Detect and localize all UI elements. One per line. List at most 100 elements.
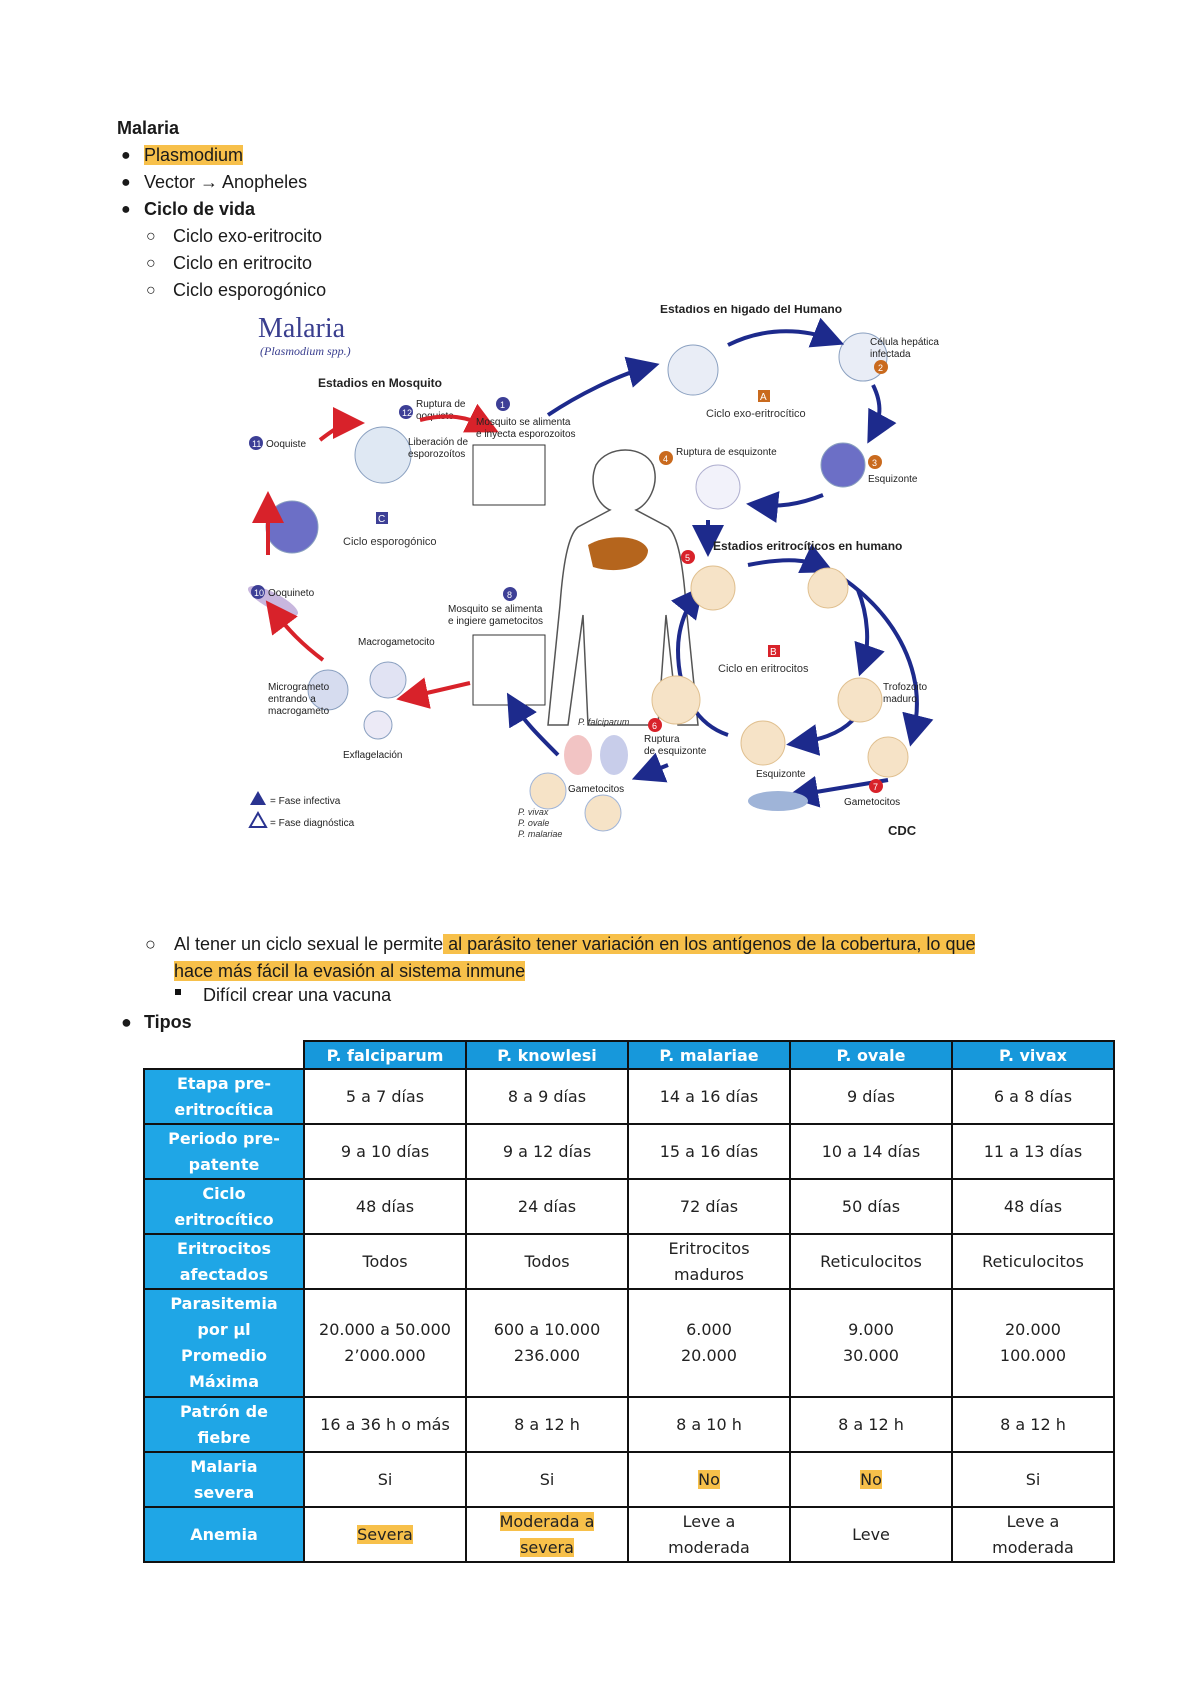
table-cell: 50 días bbox=[790, 1179, 952, 1234]
svg-text:5: 5 bbox=[685, 553, 690, 563]
cycle-b-label: Ciclo en eritrocitos bbox=[718, 663, 809, 675]
table-cell: 8 a 10 h bbox=[628, 1397, 790, 1452]
svg-text:Gametocitos: Gametocitos bbox=[568, 784, 624, 795]
table-cell: 9.00030.000 bbox=[790, 1289, 952, 1397]
table-cell: 9 días bbox=[790, 1069, 952, 1124]
exflagellation-illustration bbox=[364, 711, 392, 739]
svg-text:1: 1 bbox=[500, 400, 505, 410]
trophozoite-illustration bbox=[838, 678, 882, 722]
svg-text:A: A bbox=[760, 392, 767, 403]
liver-illustration bbox=[588, 537, 648, 570]
svg-text:7: 7 bbox=[873, 782, 878, 792]
bullet-circle-icon: ○ bbox=[145, 931, 156, 958]
svg-text:macrogameto: macrogameto bbox=[268, 706, 330, 717]
table-cell: Severa bbox=[304, 1507, 466, 1562]
sexual-cycle-note: ○ Al tener un ciclo sexual le permite al… bbox=[145, 931, 1105, 985]
cycle-a-label: Ciclo exo-eritrocítico bbox=[706, 408, 806, 420]
table-cell: Reticulocitos bbox=[952, 1234, 1114, 1289]
tipos-heading: ● Tipos bbox=[117, 1012, 192, 1033]
list-item: ●Ciclo de vida bbox=[117, 196, 326, 223]
pf-female-gametocyte-illustration bbox=[564, 735, 592, 775]
table-cell: Eritrocitosmaduros bbox=[628, 1234, 790, 1289]
bullet-square-icon bbox=[175, 989, 181, 995]
pf-male-gametocyte-illustration bbox=[600, 735, 628, 775]
mosquito-bite-inset bbox=[473, 445, 545, 505]
bullet-circle-icon: ○ bbox=[146, 223, 156, 250]
table-column-header: P. falciparum bbox=[304, 1041, 466, 1069]
svg-text:11: 11 bbox=[252, 439, 261, 449]
blood-schizont-illustration bbox=[741, 721, 785, 765]
svg-text:Liberación de: Liberación de bbox=[408, 437, 468, 448]
section-liver-label: Estadios en hígado del Humano bbox=[660, 305, 842, 316]
bullet-dot-icon: ● bbox=[121, 1012, 132, 1033]
table-cell: Leve bbox=[790, 1507, 952, 1562]
sublist-item: ○Ciclo esporogónico bbox=[117, 277, 326, 304]
table-row-header: Cicloeritrocítico bbox=[144, 1179, 304, 1234]
document-title: Malaria bbox=[117, 118, 179, 139]
table-column-header: P. ovale bbox=[790, 1041, 952, 1069]
svg-text:Ooquineto: Ooquineto bbox=[268, 588, 315, 599]
svg-text:10: 10 bbox=[254, 588, 264, 598]
svg-text:P. falciparum: P. falciparum bbox=[578, 717, 630, 727]
gametocyte-illustration bbox=[868, 737, 908, 777]
svg-text:e inyecta esporozoitos: e inyecta esporozoitos bbox=[476, 429, 576, 440]
bullet-dot-icon: ● bbox=[121, 169, 131, 196]
bullet-circle-icon: ○ bbox=[146, 277, 156, 304]
table-cell: 16 a 36 h o más bbox=[304, 1397, 466, 1452]
table-cell: 9 a 12 días bbox=[466, 1124, 628, 1179]
svg-text:C: C bbox=[378, 514, 385, 525]
svg-text:Exflagelación: Exflagelación bbox=[343, 750, 402, 761]
diagnostic-stage-triangle-icon bbox=[250, 813, 266, 827]
ring-illustration bbox=[808, 568, 848, 608]
liver-schizont-illustration bbox=[821, 443, 865, 487]
svg-text:Trofozoito: Trofozoito bbox=[883, 682, 928, 693]
table-cell: No bbox=[628, 1452, 790, 1507]
table-cell: Todos bbox=[304, 1234, 466, 1289]
table-row: MalariaseveraSiSiNoNoSi bbox=[144, 1452, 1114, 1507]
table-cell: 5 a 7 días bbox=[304, 1069, 466, 1124]
svg-text:infectada: infectada bbox=[870, 349, 911, 360]
table-cell: 6 a 8 días bbox=[952, 1069, 1114, 1124]
svg-text:maduro: maduro bbox=[883, 694, 917, 705]
table-cell: 8 a 12 h bbox=[790, 1397, 952, 1452]
table-cell: 15 a 16 días bbox=[628, 1124, 790, 1179]
rupture-illustration bbox=[652, 676, 700, 724]
table-row-header: Anemia bbox=[144, 1507, 304, 1562]
svg-text:de esquizonte: de esquizonte bbox=[644, 746, 707, 757]
svg-text:6: 6 bbox=[652, 721, 657, 731]
table-cell: 10 a 14 días bbox=[790, 1124, 952, 1179]
svg-text:Célula hepática: Célula hepática bbox=[870, 337, 939, 348]
table-cell: Si bbox=[304, 1452, 466, 1507]
table-column-header: P. vivax bbox=[952, 1041, 1114, 1069]
svg-text:e ingiere gametocitos: e ingiere gametocitos bbox=[448, 616, 543, 627]
table-cell: Leve amoderada bbox=[628, 1507, 790, 1562]
table-cell: No bbox=[790, 1452, 952, 1507]
svg-text:3: 3 bbox=[872, 458, 877, 468]
table-cell: 9 a 10 días bbox=[304, 1124, 466, 1179]
table-cell: 14 a 16 días bbox=[628, 1069, 790, 1124]
macrogametocyte-illustration bbox=[370, 662, 406, 698]
credit-label: CDC bbox=[888, 823, 917, 838]
table-corner-cell bbox=[144, 1041, 304, 1069]
svg-text:entrando a: entrando a bbox=[268, 694, 316, 705]
svg-text:Macrogametocito: Macrogametocito bbox=[358, 637, 435, 648]
bullet-circle-icon: ○ bbox=[146, 250, 156, 277]
cycle-c-label: Ciclo esporogónico bbox=[343, 536, 437, 548]
malaria-lifecycle-diagram: Malaria (Plasmodium spp.) Estadios en Mo… bbox=[248, 305, 1048, 905]
table-row-header: Periodo pre-patente bbox=[144, 1124, 304, 1179]
table-row-header: Etapa pre-eritrocítica bbox=[144, 1069, 304, 1124]
table-cell: 72 días bbox=[628, 1179, 790, 1234]
